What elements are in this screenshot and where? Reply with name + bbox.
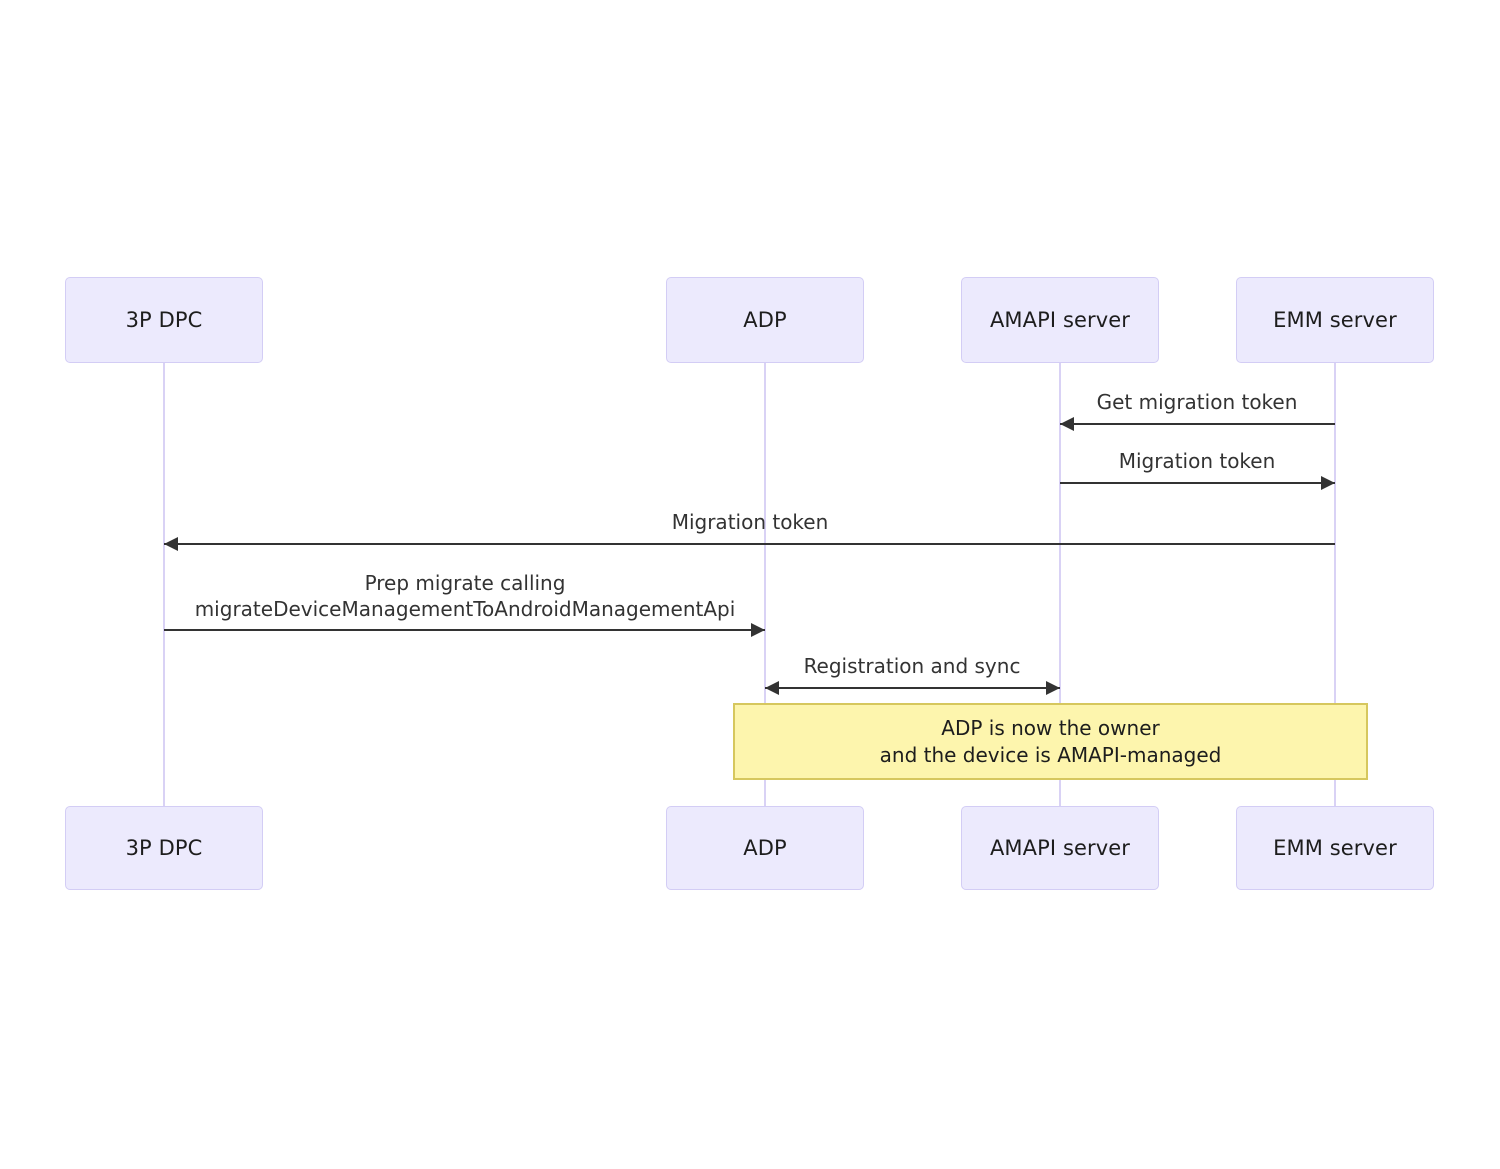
message-label-migration-token-emm-dpc: Migration token	[671, 510, 829, 534]
participant-label: 3P DPC	[125, 836, 203, 860]
message-line-registration-and-sync	[765, 687, 1060, 689]
participant-label: AMAPI server	[989, 836, 1131, 860]
participant-label: 3P DPC	[125, 308, 203, 332]
message-line-prep-migrate	[164, 629, 765, 631]
participant-label: ADP	[743, 836, 787, 860]
arrow-head-right-icon	[751, 623, 765, 637]
lifeline-amapi-server	[1059, 363, 1061, 806]
note-text: ADP is now the owner and the device is A…	[879, 715, 1222, 767]
message-line-migration-token-emm-dpc	[164, 543, 1335, 545]
message-line-get-migration-token	[1060, 423, 1335, 425]
lifeline-adp	[764, 363, 766, 806]
participant-amapi-server-bottom[interactable]: AMAPI server	[961, 806, 1159, 890]
participant-amapi-server-top[interactable]: AMAPI server	[961, 277, 1159, 363]
participant-label: EMM server	[1273, 836, 1397, 860]
participant-emm-server-bottom[interactable]: EMM server	[1236, 806, 1434, 890]
message-label-registration-and-sync: Registration and sync	[803, 654, 1021, 678]
participant-label: AMAPI server	[989, 308, 1131, 332]
message-label-migration-token-amapi-emm: Migration token	[1118, 449, 1276, 473]
participant-adp-top[interactable]: ADP	[666, 277, 864, 363]
lifeline-3p-dpc	[163, 363, 165, 806]
arrow-head-right-icon	[1321, 476, 1335, 490]
arrow-head-right-icon	[1046, 681, 1060, 695]
participant-3p-dpc-bottom[interactable]: 3P DPC	[65, 806, 263, 890]
participant-adp-bottom[interactable]: ADP	[666, 806, 864, 890]
note-adp-owner: ADP is now the owner and the device is A…	[733, 703, 1368, 780]
arrow-head-left-icon	[1060, 417, 1074, 431]
message-line-migration-token-amapi-emm	[1060, 482, 1335, 484]
arrow-head-left-icon	[164, 537, 178, 551]
participant-label: ADP	[743, 308, 787, 332]
participant-label: EMM server	[1273, 308, 1397, 332]
participant-emm-server-top[interactable]: EMM server	[1236, 277, 1434, 363]
arrow-head-left-icon	[765, 681, 779, 695]
message-label-get-migration-token: Get migration token	[1096, 390, 1298, 414]
participant-3p-dpc-top[interactable]: 3P DPC	[65, 277, 263, 363]
lifeline-emm-server	[1334, 363, 1336, 806]
message-label-prep-migrate: Prep migrate calling migrateDeviceManage…	[194, 571, 736, 621]
